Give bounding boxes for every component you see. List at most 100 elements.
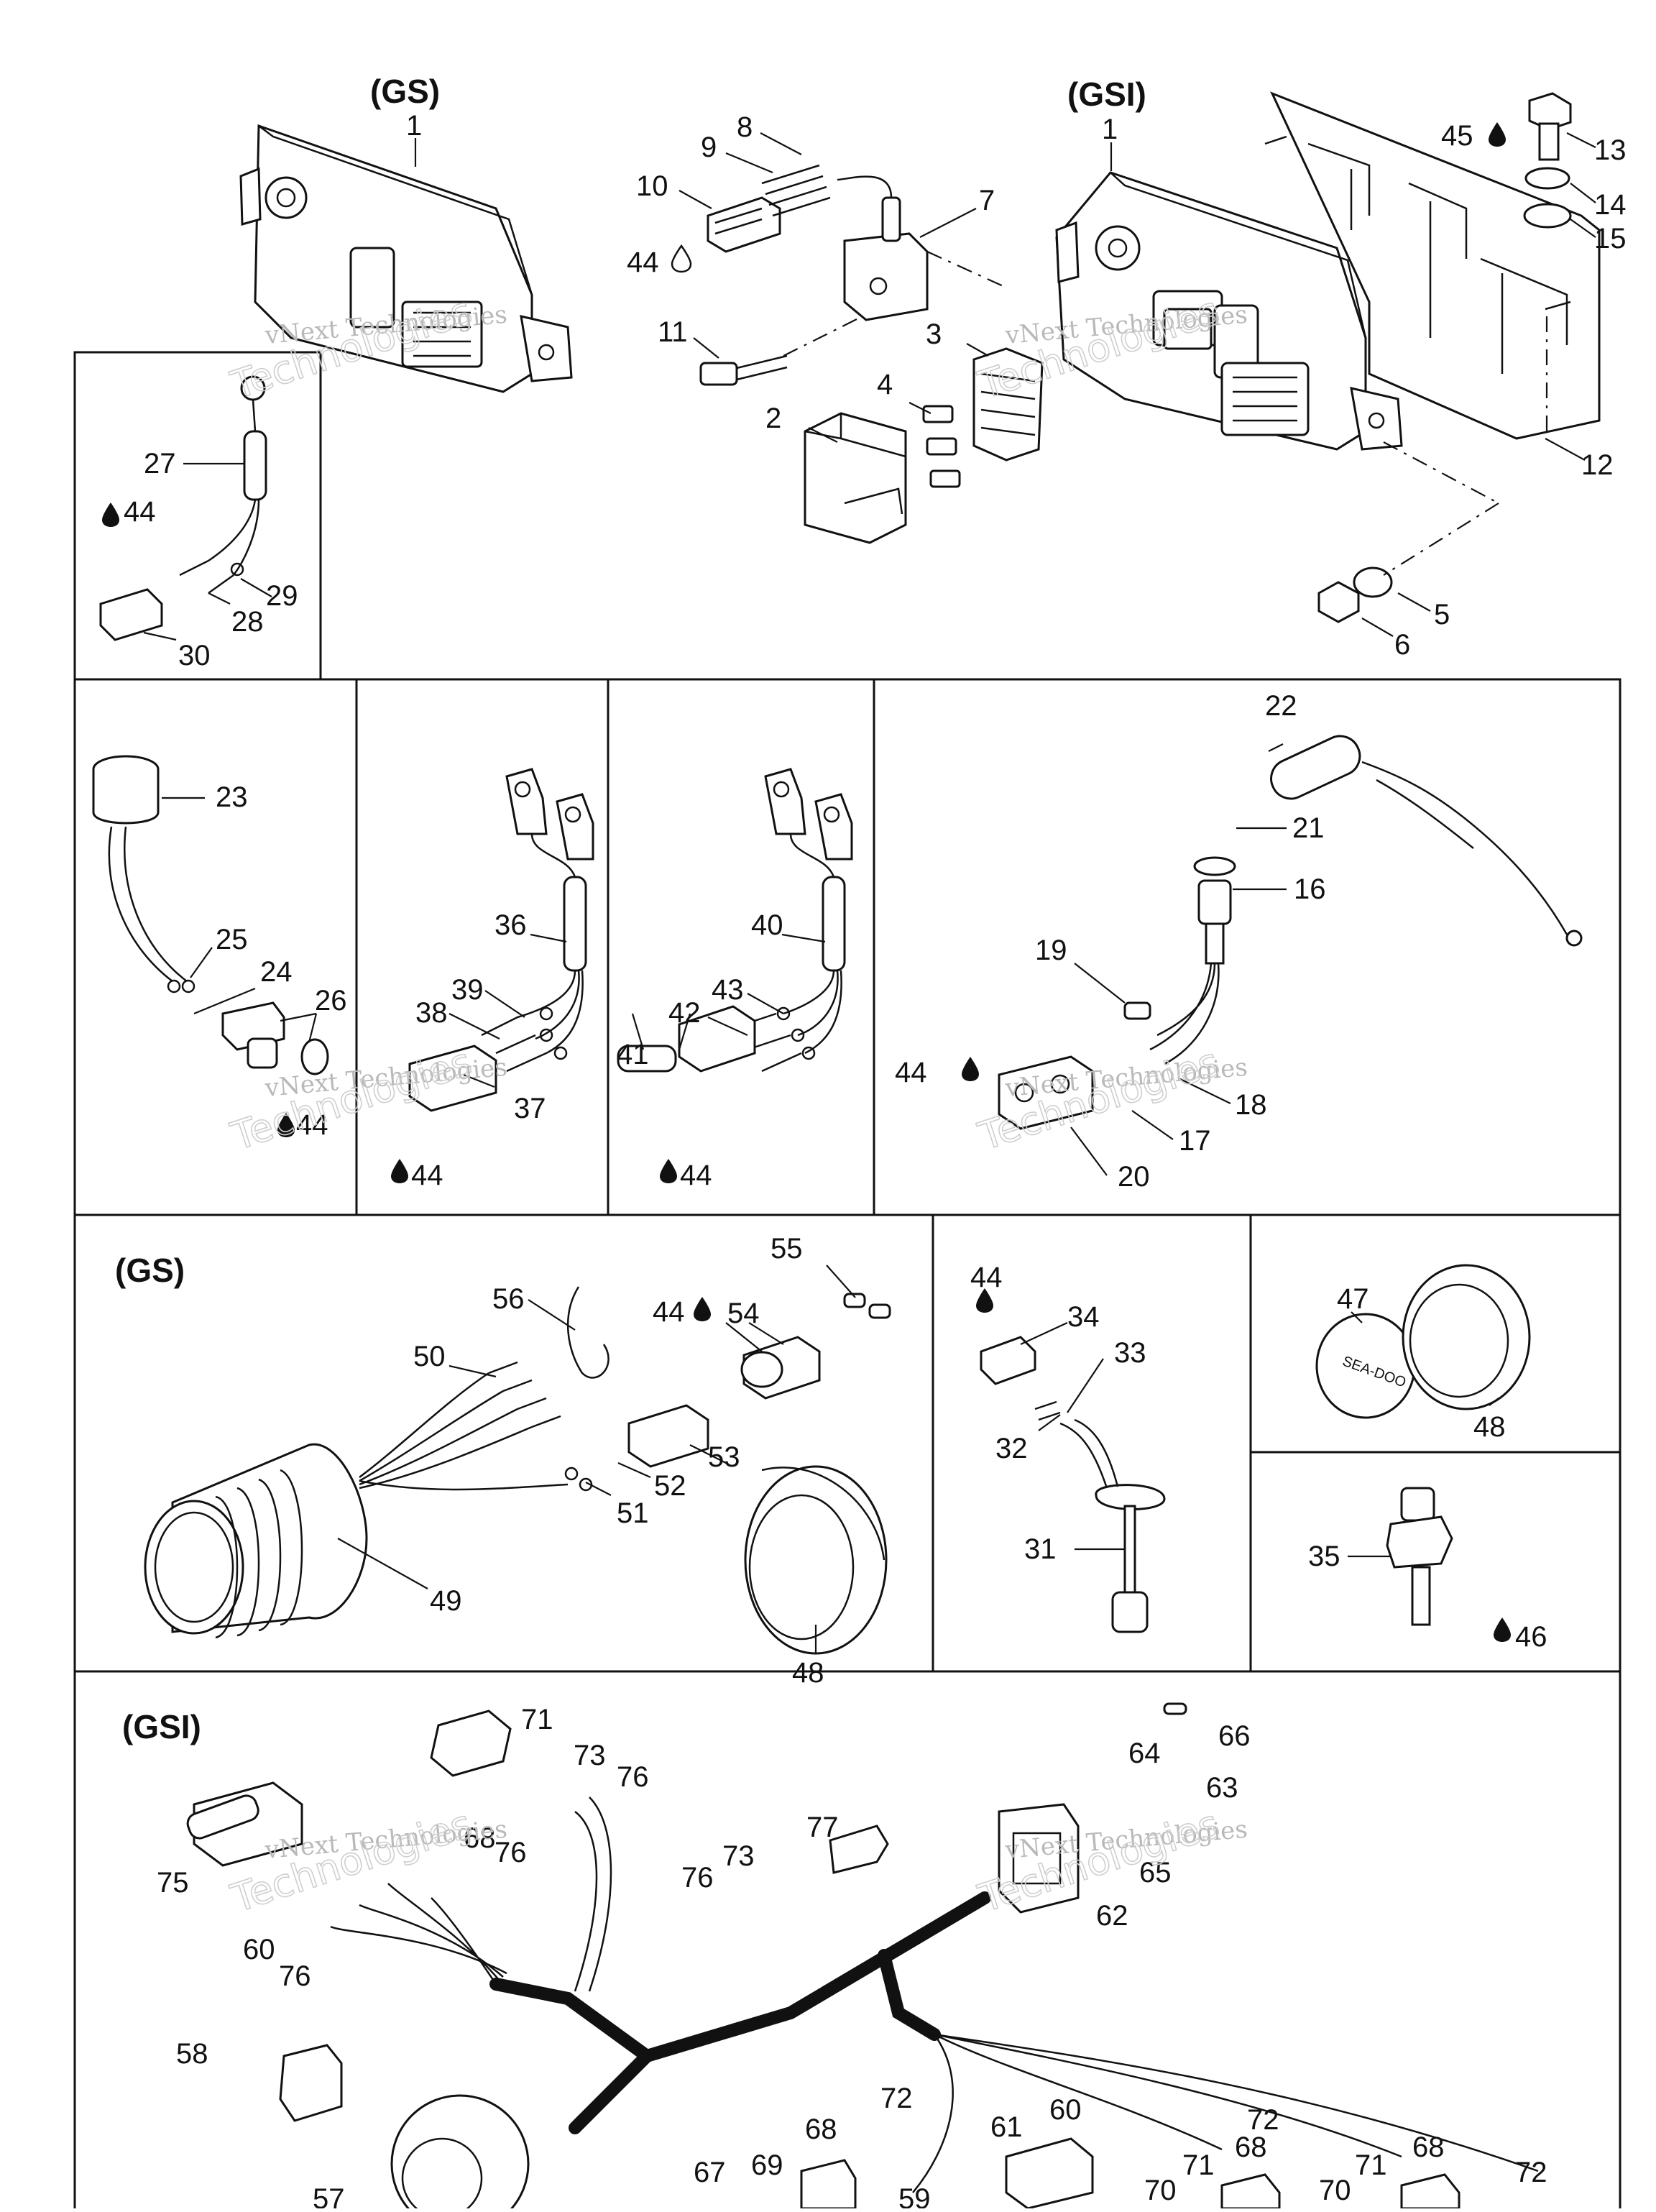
header-gs-gauge: (GS)	[115, 1252, 185, 1289]
flat-washer-15	[1523, 203, 1572, 229]
label-68b: 68	[805, 2114, 837, 2145]
label-76c: 76	[681, 1862, 714, 1894]
gauge-49	[144, 1286, 891, 1639]
label-44d: 44	[411, 1160, 443, 1191]
label-73a: 73	[574, 1740, 606, 1771]
label-5: 5	[1434, 599, 1450, 630]
label-27: 27	[144, 448, 176, 479]
label-20: 20	[1118, 1161, 1150, 1193]
cap-47: SEA-DOO	[1315, 1313, 1416, 1419]
label-35: 35	[1308, 1541, 1340, 1572]
sealant-drop-icon	[1494, 1617, 1511, 1642]
label-19: 19	[1035, 935, 1067, 966]
label-21: 21	[1292, 812, 1325, 844]
label-9: 9	[701, 132, 717, 163]
label-28: 28	[231, 606, 264, 638]
label-72b: 72	[1247, 2104, 1279, 2136]
label-41: 41	[617, 1039, 649, 1070]
wiring-harness-gsi	[186, 1702, 1539, 2212]
label-42: 42	[668, 997, 701, 1029]
label-71c: 71	[1355, 2149, 1387, 2181]
leader-lines	[143, 132, 1596, 1653]
label-24: 24	[260, 956, 293, 988]
label-40: 40	[751, 909, 783, 941]
label-68c: 68	[1235, 2131, 1267, 2163]
label-64: 64	[1128, 1738, 1161, 1769]
label-76a: 76	[617, 1761, 649, 1793]
label-16: 16	[1294, 873, 1326, 905]
lock-washer-14	[1524, 167, 1570, 190]
ecu-module-gsi	[1055, 171, 1403, 451]
label-3: 3	[926, 318, 942, 350]
label-52: 52	[654, 1470, 686, 1502]
sealant-drop-icon	[976, 1288, 993, 1313]
sealant-drop-icons	[102, 122, 1511, 1642]
label-66: 66	[1218, 1720, 1251, 1752]
part-labels: 1 1 2 3 4 5 6 7 8 9 10 11 12 13 14 15 16…	[124, 110, 1627, 2212]
safety-switch-16	[998, 735, 1583, 1130]
label-49: 49	[430, 1585, 462, 1617]
label-69: 69	[751, 2149, 783, 2181]
label-57: 57	[313, 2183, 345, 2208]
label-13: 13	[1594, 134, 1627, 166]
watermarks: vNext Technologies Technologies vNext Te…	[225, 287, 1248, 1922]
label-7: 7	[979, 185, 995, 216]
label-54: 54	[727, 1298, 760, 1329]
label-73b: 73	[722, 1840, 755, 1872]
label-8: 8	[737, 111, 753, 143]
sealant-drop-icon	[391, 1159, 408, 1183]
label-58: 58	[176, 2038, 208, 2070]
label-25: 25	[216, 924, 248, 955]
label-43: 43	[712, 974, 744, 1006]
panel-frames	[73, 351, 1622, 2208]
label-62: 62	[1096, 1900, 1128, 1932]
bezel-ring-48b	[1402, 1264, 1531, 1410]
label-32: 32	[995, 1433, 1028, 1464]
sealant-drop-icon	[102, 502, 119, 527]
label-1b: 1	[1102, 114, 1118, 145]
label-4: 4	[877, 369, 893, 400]
bolt-13	[1528, 92, 1572, 161]
label-45: 45	[1441, 120, 1473, 152]
label-70a: 70	[1144, 2175, 1177, 2206]
label-34: 34	[1067, 1301, 1100, 1333]
nut-6	[1317, 581, 1360, 623]
connector-housing-7	[699, 164, 1007, 386]
harness-36	[408, 768, 594, 1112]
label-53: 53	[708, 1441, 740, 1473]
label-30: 30	[178, 640, 211, 671]
label-76d: 76	[279, 1960, 311, 1992]
harness-27	[99, 375, 267, 641]
label-67: 67	[694, 2157, 726, 2188]
label-37: 37	[514, 1093, 546, 1124]
label-75: 75	[157, 1867, 189, 1899]
label-11: 11	[658, 316, 688, 348]
label-38: 38	[415, 997, 448, 1029]
header-gsi-harness: (GSI)	[122, 1708, 201, 1745]
label-12: 12	[1581, 449, 1614, 481]
harness-40	[617, 768, 853, 1073]
label-17: 17	[1179, 1125, 1211, 1157]
label-33: 33	[1114, 1337, 1146, 1369]
label-14: 14	[1594, 189, 1627, 221]
label-71b: 71	[1182, 2149, 1215, 2181]
label-76b: 76	[494, 1837, 527, 1868]
label-46: 46	[1515, 1621, 1547, 1653]
label-71a: 71	[521, 1704, 553, 1735]
label-39: 39	[451, 974, 484, 1006]
label-65: 65	[1139, 1857, 1172, 1889]
label-44e: 44	[680, 1160, 712, 1191]
label-63: 63	[1206, 1772, 1238, 1804]
temp-sensor-35	[1386, 1487, 1453, 1626]
label-22: 22	[1265, 690, 1297, 722]
label-29: 29	[266, 580, 298, 612]
label-60b: 60	[1049, 2094, 1082, 2126]
label-36: 36	[494, 909, 527, 941]
label-44c: 44	[296, 1109, 328, 1141]
label-50: 50	[413, 1341, 446, 1372]
label-26: 26	[315, 985, 347, 1016]
label-23: 23	[216, 781, 248, 813]
label-44h: 44	[970, 1262, 1003, 1293]
